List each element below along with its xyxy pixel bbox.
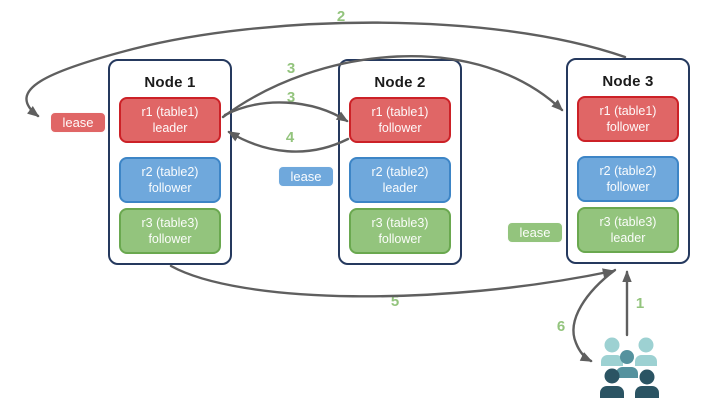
node-3-box: Node 3 r1 (table1) follower r2 (table2) …	[566, 58, 690, 264]
step-label-1: 1	[635, 295, 645, 312]
person-icon	[635, 337, 657, 366]
replica-label: r3 (table3)	[599, 215, 657, 229]
replica-role: follower	[378, 121, 422, 135]
step-label-4: 4	[285, 129, 295, 146]
step-label-6: 6	[556, 318, 566, 335]
lease-badge-blue: lease	[278, 166, 334, 187]
node3-replica-r1: r1 (table1) follower	[577, 96, 679, 142]
arrow-step-6	[572, 268, 617, 363]
replica-role: leader	[610, 231, 646, 245]
step-label-5: 5	[390, 293, 400, 310]
replica-role: follower	[148, 181, 192, 195]
node-3-title: Node 3	[602, 73, 654, 90]
step-label-2: 2	[336, 8, 346, 25]
replica-label: r2 (table2)	[599, 164, 657, 178]
person-icon	[635, 369, 659, 398]
replica-label: r3 (table3)	[371, 216, 429, 230]
lease-badge-red: lease	[50, 112, 106, 133]
node3-replica-r2: r2 (table2) follower	[577, 156, 679, 202]
person-icon	[600, 368, 624, 398]
replica-label: r3 (table3)	[141, 216, 199, 230]
replica-role: leader	[152, 121, 188, 135]
replica-role: follower	[606, 120, 650, 134]
node1-replica-r1: r1 (table1) leader	[119, 97, 221, 143]
replica-role: follower	[378, 232, 422, 246]
step-label-3a: 3	[286, 60, 296, 77]
replica-label: r2 (table2)	[141, 165, 199, 179]
replica-label: r2 (table2)	[371, 165, 429, 179]
node1-replica-r3: r3 (table3) follower	[119, 208, 221, 254]
node2-replica-r3: r3 (table3) follower	[349, 208, 451, 254]
node-2-title: Node 2	[374, 74, 426, 91]
node3-replica-r3: r3 (table3) leader	[577, 207, 679, 253]
person-icon	[601, 337, 623, 366]
replica-label: r1 (table1)	[371, 105, 429, 119]
replica-role: leader	[382, 181, 418, 195]
replica-label: r1 (table1)	[141, 105, 199, 119]
node2-replica-r2: r2 (table2) leader	[349, 157, 451, 203]
node-1-box: Node 1 r1 (table1) leader r2 (table2) fo…	[108, 59, 232, 265]
replica-role: follower	[606, 180, 650, 194]
replica-role: follower	[148, 232, 192, 246]
node-2-box: Node 2 r1 (table1) follower r2 (table2) …	[338, 59, 462, 265]
node2-replica-r1: r1 (table1) follower	[349, 97, 451, 143]
lease-badge-green: lease	[507, 222, 563, 243]
arrow-step-5	[169, 264, 615, 298]
step-label-3b: 3	[286, 89, 296, 106]
node1-replica-r2: r2 (table2) follower	[119, 157, 221, 203]
replica-label: r1 (table1)	[599, 104, 657, 118]
node-1-title: Node 1	[144, 74, 196, 91]
person-icon	[616, 350, 638, 378]
people-group-icon	[600, 337, 659, 398]
